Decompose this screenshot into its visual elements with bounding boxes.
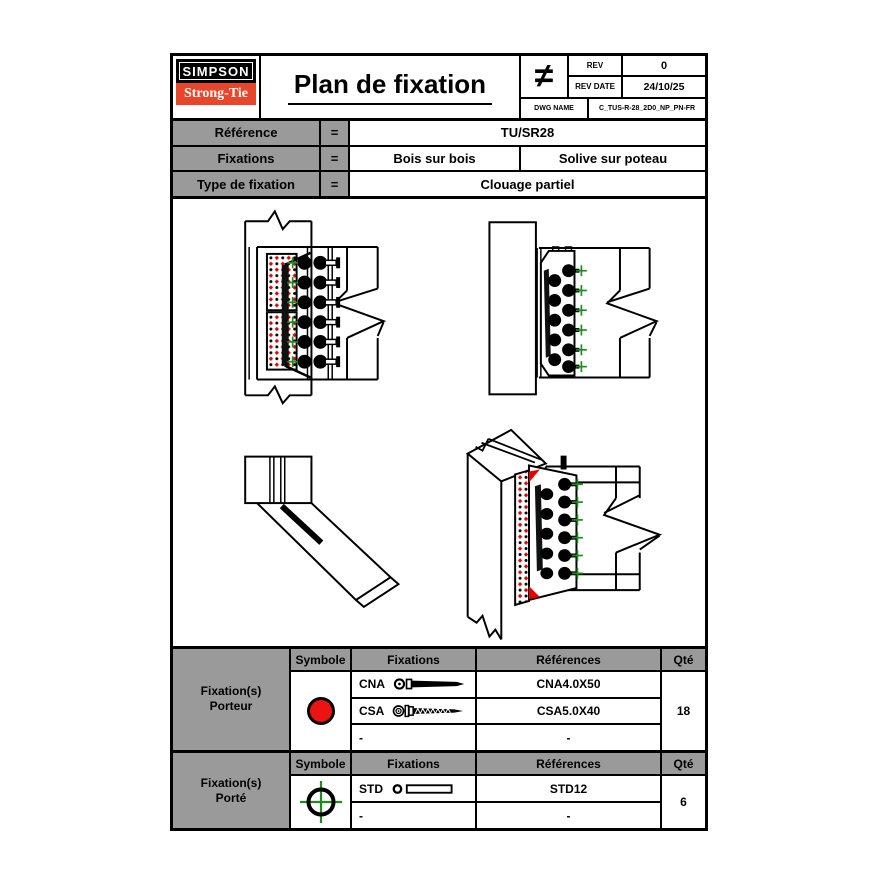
nail-shanks-front [324,257,341,368]
porteur-col-qte: Qté [662,649,705,670]
porte-symbol-cell [291,776,350,828]
technical-drawings [244,209,663,641]
rev-date-value: 24/10/25 [623,77,705,97]
csa-code: CSA [359,703,385,718]
porte-col-qte: Qté [662,753,705,774]
projection-symbol-icon: ≠ [521,56,567,97]
porteur-col-references: Références [477,649,660,670]
logo-strongtie: Strong-Tie [176,83,256,105]
top-view-drawing [244,455,401,609]
rev-value: 0 [623,56,705,76]
front-view-drawing [244,209,387,406]
nail-heads-front [297,255,328,369]
type-fixation-eq: = [321,172,348,196]
red-circle-symbol-icon [306,696,335,725]
csa-screw-icon [393,704,464,718]
porteur-qty: 18 [662,672,705,750]
porte-dash-code: - [359,808,363,823]
revision-block: ≠ REV 0 REV DATE 24/10/25 DWG NAME C_TUS… [519,56,705,118]
dwg-name-value: C_TUS-R-28_2D0_NP_PN-FR [589,98,705,118]
sheet-title: Plan de fixation [261,56,519,118]
side-view-drawing [488,221,660,396]
cna-code: CNA [359,677,385,692]
porteur-row-cna: CNA [352,672,475,697]
rev-label: REV [569,56,621,76]
rev-date-label: REV DATE [569,77,621,97]
reference-table: Référence = TU/SR28 Fixations = Bois sur… [173,118,705,196]
porte-group-label: Fixation(s) Porté [173,753,289,828]
porteur-group-line2: Porteur [209,699,253,714]
cna-nail-icon [393,678,465,690]
porte-table: Fixation(s) Porté Symbole Fixations Réfé… [173,750,705,828]
reference-value: TU/SR28 [350,121,705,145]
porteur-row-dash: - [352,725,475,750]
reference-label: Référence [173,121,319,145]
dwg-name-label: DWG NAME [521,98,587,118]
drawing-sheet: SIMPSON Strong-Tie Plan de fixation ≠ RE… [170,53,708,831]
fixations-values: Bois sur bois Solive sur poteau [350,146,705,171]
porte-row-dash: - [352,803,475,828]
type-fixation-label: Type de fixation [173,172,319,196]
porteur-col-fixations: Fixations [352,649,475,670]
porte-ref-std: STD12 [477,776,660,801]
porte-group-line1: Fixation(s) [200,775,262,790]
porte-row-std: STD [352,776,475,801]
porte-col-fixations: Fixations [352,753,475,774]
reference-eq: = [321,121,348,145]
porteur-group-label: Fixation(s) Porteur [173,649,289,750]
porte-ref-dash: - [477,803,660,828]
porteur-symbol-cell [291,672,350,750]
porteur-dash-code: - [359,730,363,745]
porte-group-line2: Porté [215,790,247,805]
nail-holes-iso [540,477,576,580]
porte-col-symbole: Symbole [291,753,350,774]
iso-view-drawing [465,428,663,641]
porte-col-references: Références [477,753,660,774]
std-dowel-icon [392,783,453,794]
logo-simpson: SIMPSON [176,59,256,83]
fixations-value-left: Bois sur bois [350,146,519,171]
drawing-area [173,196,705,646]
porteur-ref-dash: - [477,725,660,750]
porteur-ref-csa: CSA5.0X40 [477,698,660,724]
fixations-eq: = [321,146,348,171]
sheet-title-text: Plan de fixation [287,69,493,105]
porteur-col-symbole: Symbole [291,649,350,670]
title-block: SIMPSON Strong-Tie Plan de fixation ≠ RE… [173,56,705,118]
nail-markers-side [575,264,588,373]
porteur-ref-cna: CNA4.0X50 [477,672,660,697]
type-fixation-value: Clouage partiel [350,172,705,196]
fixations-value-right: Solive sur poteau [521,146,705,171]
green-crosshair-symbol-icon [299,781,342,823]
std-code: STD [359,781,383,796]
logo: SIMPSON Strong-Tie [173,56,261,118]
porteur-group-line1: Fixation(s) [200,684,262,699]
porteur-row-csa: CSA [352,698,475,724]
porteur-table: Fixation(s) Porteur Symbole Fixations Ré… [173,646,705,750]
porte-qty: 6 [662,776,705,828]
fixations-label: Fixations [173,146,319,171]
